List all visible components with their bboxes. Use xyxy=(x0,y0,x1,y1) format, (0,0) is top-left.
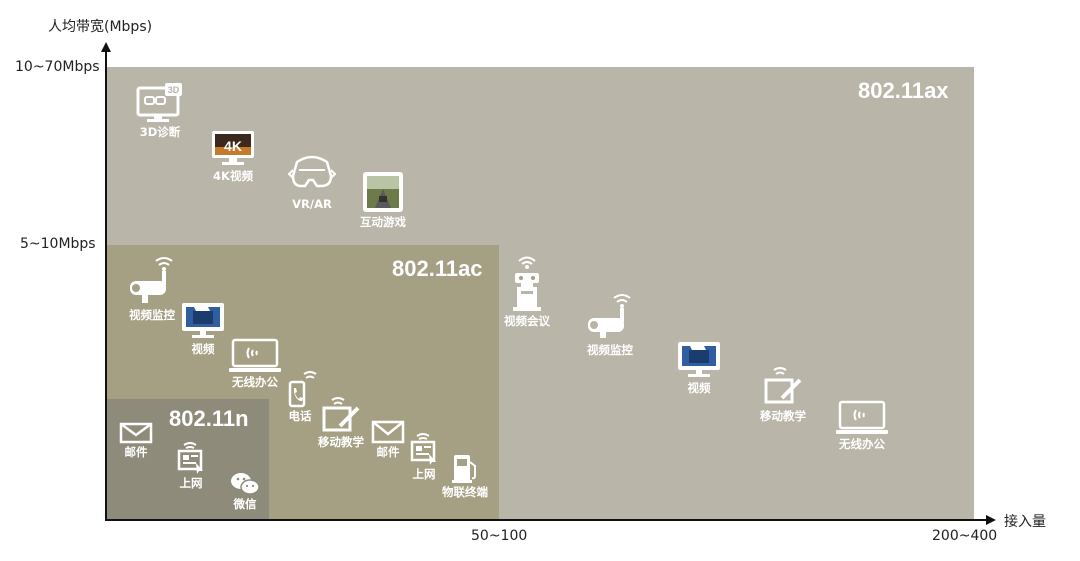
region-title-ac: 802.11ac xyxy=(392,256,483,281)
item-wechat: 微信 xyxy=(200,472,290,511)
item-video-ax: 视频 xyxy=(654,340,744,395)
item-label: 上网 xyxy=(412,467,436,481)
phone-wifi-icon xyxy=(288,371,317,408)
item-video-surveillance-ac: 视频监控 xyxy=(107,255,197,322)
item-phone: 电话 xyxy=(255,370,345,423)
x-axis xyxy=(105,519,987,521)
item-mobile-teaching-ax: 移动教学 xyxy=(738,366,828,423)
web-browser-icon xyxy=(177,442,203,474)
region-title-ax: 802.11ax xyxy=(858,78,949,103)
item-label: 邮件 xyxy=(376,445,400,459)
item-mobile-teaching-ac: 移动教学 xyxy=(296,396,386,449)
conference-podium-icon xyxy=(513,256,541,311)
laptop-wifi-icon xyxy=(836,400,888,434)
item-label: 移动教学 xyxy=(760,409,806,423)
item-label: VR/AR xyxy=(292,197,332,211)
teaching-board-icon xyxy=(322,397,360,432)
web-browser-icon xyxy=(410,433,436,465)
x-tick-mid: 50~100 xyxy=(471,528,528,544)
item-label: 电话 xyxy=(288,409,312,423)
item-label: 无线办公 xyxy=(232,375,278,389)
3d-monitor-icon: 3D xyxy=(136,83,182,122)
video-monitor-icon xyxy=(678,342,720,377)
laptop-wifi-icon xyxy=(229,338,281,372)
item-web-n: 上网 xyxy=(146,441,236,490)
item-label: 微信 xyxy=(233,497,257,511)
region-title-n: 802.11n xyxy=(169,406,249,431)
item-label: 视频会议 xyxy=(504,314,550,328)
item-video-surveillance-ax: 视频监控 xyxy=(565,292,655,357)
item-label: 移动教学 xyxy=(318,435,364,449)
item-label: 视频监控 xyxy=(587,343,633,357)
vr-headset-icon xyxy=(287,155,337,188)
item-interactive-game: 互动游戏 xyxy=(338,170,428,229)
item-wireless-office-ac: 无线办公 xyxy=(210,338,300,389)
y-tick-mid: 5~10Mbps xyxy=(20,236,96,252)
x-tick-end: 200~400 xyxy=(932,528,998,544)
item-3d-diagnosis: 3D 3D诊断 xyxy=(115,82,205,139)
y-axis xyxy=(105,50,107,521)
item-iot-terminal: 物联终端 xyxy=(420,452,510,499)
item-label: 视频 xyxy=(191,342,215,356)
svg-text:3D: 3D xyxy=(168,85,180,95)
item-mail-n: 邮件 xyxy=(91,422,181,459)
security-camera-icon xyxy=(588,294,631,338)
item-label: 物联终端 xyxy=(442,485,488,499)
item-label: 4K视频 xyxy=(213,169,253,183)
item-video-conference: 视频会议 xyxy=(482,253,572,328)
x-axis-arrow xyxy=(986,515,996,525)
teaching-board-icon xyxy=(764,367,802,404)
fuel-pump-icon xyxy=(452,455,476,483)
y-axis-arrow xyxy=(101,42,111,52)
y-axis-title: 人均带宽(Mbps) xyxy=(48,19,153,35)
item-4k-video: 4K 4K视频 xyxy=(188,128,278,183)
item-label: 邮件 xyxy=(124,445,148,459)
y-tick-high: 10~70Mbps xyxy=(15,59,100,75)
item-web-ac: 上网 xyxy=(379,432,469,481)
item-mail-ac: 邮件 xyxy=(343,420,433,459)
wechat-icon xyxy=(231,473,260,495)
item-label: 无线办公 xyxy=(839,437,885,451)
item-vr-ar: VR/AR xyxy=(267,152,357,211)
game-screen-icon xyxy=(363,172,403,212)
envelope-icon xyxy=(371,420,405,444)
svg-text:4K: 4K xyxy=(224,138,242,154)
security-camera-icon xyxy=(130,257,173,303)
item-label: 3D诊断 xyxy=(139,125,181,139)
item-label: 互动游戏 xyxy=(360,215,406,229)
item-wireless-office-ax: 无线办公 xyxy=(817,400,907,451)
item-label: 上网 xyxy=(179,476,203,490)
item-label: 视频 xyxy=(687,381,711,395)
4k-monitor-icon: 4K xyxy=(212,131,254,165)
item-video-ac: 视频 xyxy=(158,301,248,356)
item-label: 视频监控 xyxy=(129,308,175,322)
x-axis-title: 接入量 xyxy=(1004,514,1046,530)
video-monitor-icon xyxy=(182,303,224,338)
envelope-icon xyxy=(119,422,153,444)
